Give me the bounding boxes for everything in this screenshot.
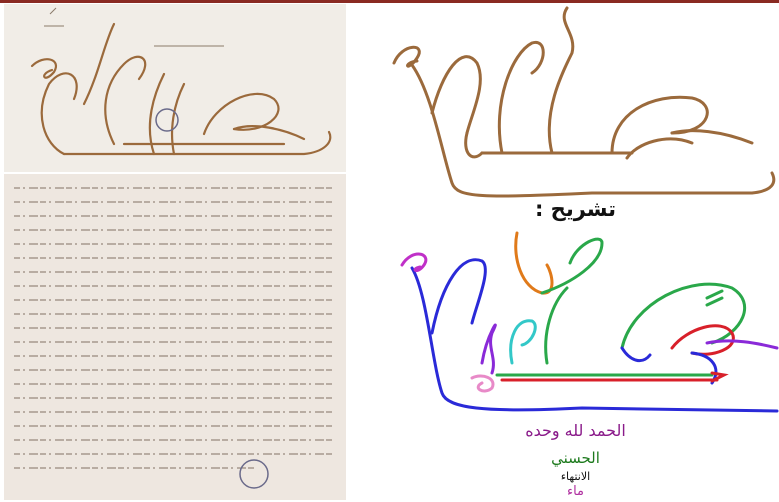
seal-stamp-icon bbox=[156, 109, 178, 131]
tughra-analysis-panel: تشريح : الحمد لله وحده الحسني الانتهاء م… bbox=[372, 3, 779, 502]
diagram-heading: تشريح : bbox=[372, 197, 779, 221]
seal-stamp-icon bbox=[240, 460, 268, 488]
tughra-ink-drawing bbox=[4, 4, 346, 172]
original-tughra-photo bbox=[4, 4, 346, 172]
handwritten-text-lines bbox=[4, 174, 346, 500]
legend-label-praise: الحمد لله وحده bbox=[372, 421, 779, 440]
legend-label-ending: الانتهاء bbox=[372, 470, 779, 483]
original-document-photo bbox=[4, 174, 346, 500]
legend-label-husna: الحسني bbox=[372, 449, 779, 467]
legend-label-water: ماء bbox=[372, 484, 779, 499]
